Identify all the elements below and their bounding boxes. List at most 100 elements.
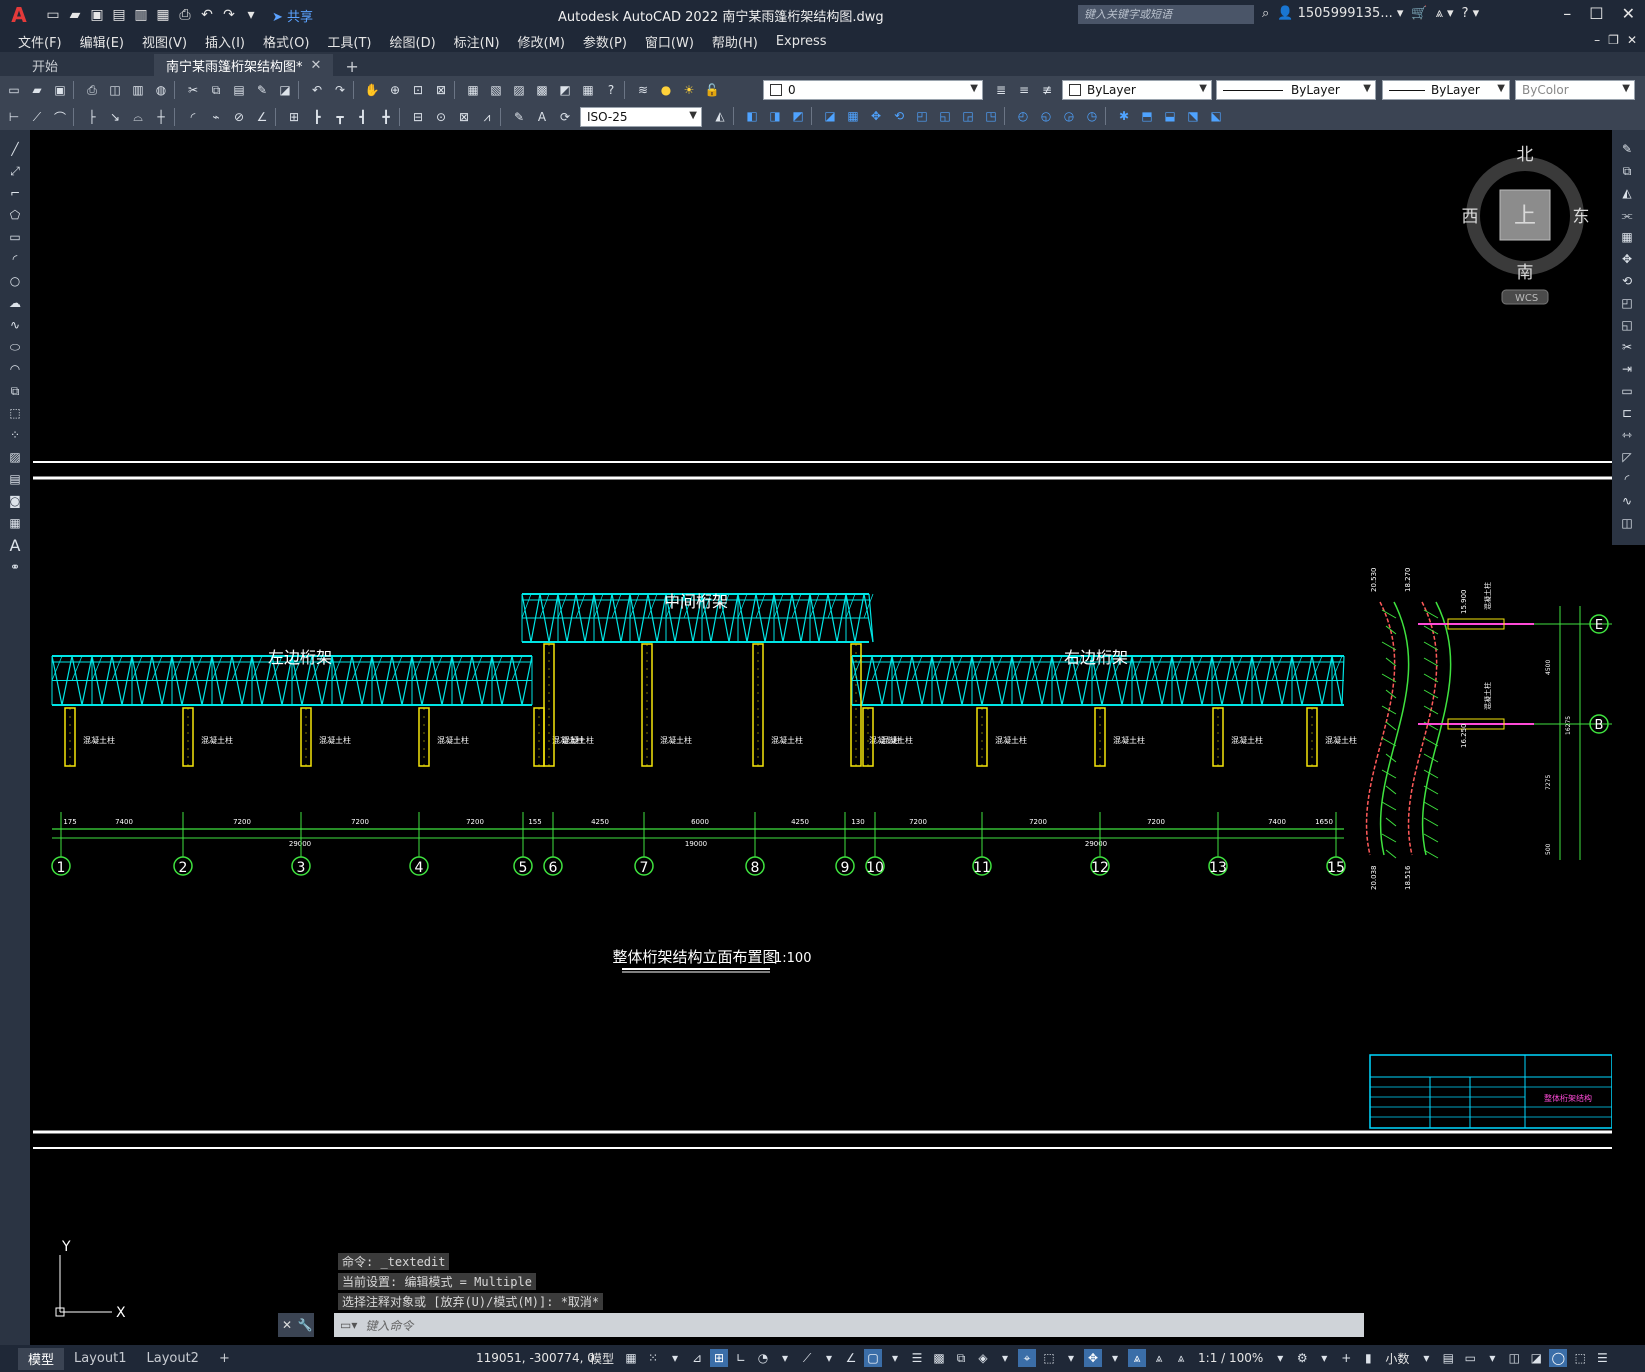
3d-print-icon[interactable]: ◍: [155, 83, 167, 97]
concrete-column[interactable]: [641, 643, 653, 767]
truss-web[interactable]: [791, 593, 802, 619]
truss-web[interactable]: [441, 655, 453, 706]
explode-icon[interactable]: ✱: [1118, 109, 1130, 123]
curved-truss-web[interactable]: [1423, 737, 1439, 747]
truss-web[interactable]: [71, 655, 83, 706]
beam-section[interactable]: [1447, 618, 1505, 630]
redo-icon[interactable]: ↷: [334, 83, 346, 97]
truss-web[interactable]: [656, 593, 667, 643]
erase-icon[interactable]: ◧: [746, 109, 758, 123]
truss-web[interactable]: [171, 655, 183, 681]
truss-web[interactable]: [647, 593, 658, 619]
truss-web[interactable]: [331, 655, 343, 706]
curved-truss-web[interactable]: [1381, 673, 1397, 683]
truss-web[interactable]: [871, 655, 883, 706]
dim-linear-icon[interactable]: ├: [88, 110, 96, 124]
truss-web[interactable]: [261, 655, 273, 706]
gizmo-icon[interactable]: ✥: [1084, 1349, 1103, 1367]
chamfer-icon[interactable]: ◸: [1622, 450, 1632, 464]
trim-icon[interactable]: ◲: [962, 109, 974, 123]
truss-web[interactable]: [665, 593, 676, 619]
truss-web[interactable]: [791, 593, 802, 643]
truss-web[interactable]: [1291, 655, 1303, 681]
inspection-icon[interactable]: ⊠: [458, 110, 470, 124]
viewcube-ring[interactable]: [1466, 157, 1584, 275]
block-editor-icon[interactable]: ◪: [279, 83, 291, 97]
dropdown-icon[interactable]: ▾: [1002, 1351, 1009, 1365]
grid-number[interactable]: 13: [1209, 860, 1227, 876]
truss-web[interactable]: [845, 593, 856, 619]
truss-web[interactable]: [351, 655, 363, 681]
truss-web[interactable]: [593, 593, 604, 619]
grid-number[interactable]: 1: [57, 860, 66, 876]
tab-start[interactable]: 开始: [32, 59, 59, 75]
truss-web[interactable]: [321, 655, 333, 706]
truss-web[interactable]: [1161, 655, 1173, 706]
menu-item[interactable]: 视图(V): [141, 35, 188, 51]
annotation-scale-icon[interactable]: ⩓: [1177, 1350, 1185, 1365]
truss-web[interactable]: [391, 655, 403, 681]
join-icon[interactable]: ⇿: [1621, 428, 1633, 442]
explode-icon[interactable]: ◫: [1621, 516, 1633, 530]
circle-icon[interactable]: ○: [9, 274, 21, 288]
truss-web[interactable]: [593, 593, 604, 643]
truss-web[interactable]: [1181, 655, 1193, 706]
layer-freeze-icon[interactable]: ☀: [683, 83, 695, 97]
truss-web[interactable]: [1311, 655, 1323, 681]
truss-web[interactable]: [981, 655, 993, 706]
break-icon[interactable]: ◴: [1017, 109, 1029, 123]
truss-web[interactable]: [575, 593, 586, 619]
grid-number[interactable]: 15: [1327, 860, 1345, 876]
layer-on-icon[interactable]: ●: [660, 83, 672, 97]
truss-web[interactable]: [827, 593, 838, 619]
plan-scale[interactable]: 1:100: [774, 951, 811, 966]
truss-web[interactable]: [863, 593, 874, 619]
curved-truss-web[interactable]: [1385, 849, 1397, 859]
publish-icon[interactable]: ▥: [132, 83, 144, 97]
truss-web[interactable]: [951, 655, 963, 681]
grid-bubble[interactable]: [972, 856, 992, 876]
axis-label[interactable]: B: [1595, 718, 1604, 733]
qnew-icon[interactable]: ▭: [8, 83, 20, 97]
grid-bubble[interactable]: [543, 856, 563, 876]
gradient-icon[interactable]: ▤: [9, 472, 21, 486]
open-icon[interactable]: ▰: [32, 83, 42, 97]
layout-tab-layout1[interactable]: Layout1: [74, 1351, 127, 1366]
ortho-icon[interactable]: ∟: [735, 1351, 747, 1365]
draworder-icon[interactable]: ⬔: [1187, 109, 1199, 123]
curved-truss-web[interactable]: [1381, 609, 1397, 619]
viewcube-east[interactable]: 东: [1573, 207, 1590, 227]
grid-number[interactable]: 6: [549, 860, 558, 876]
undo-icon[interactable]: ↶: [311, 83, 323, 97]
truss-web[interactable]: [61, 655, 73, 706]
rotate-icon[interactable]: ⟲: [1621, 274, 1633, 288]
dim-edit-icon[interactable]: ✎: [513, 110, 525, 124]
truss-web[interactable]: [1341, 655, 1345, 706]
truss-web[interactable]: [391, 655, 403, 706]
truss-web[interactable]: [121, 655, 133, 706]
doc-minimize-icon[interactable]: –: [1594, 33, 1601, 47]
truss-web[interactable]: [201, 655, 213, 706]
truss-web[interactable]: [755, 593, 766, 619]
truss-web[interactable]: [1211, 655, 1223, 681]
truss-web[interactable]: [501, 655, 513, 706]
truss-web[interactable]: [151, 655, 163, 681]
truss-web[interactable]: [411, 655, 423, 681]
dim-break-icon[interactable]: ╋: [382, 110, 390, 124]
truss-web[interactable]: [371, 655, 383, 681]
curved-truss-web[interactable]: [1381, 801, 1397, 811]
array-icon[interactable]: ▦: [847, 109, 859, 123]
dim-angular-icon[interactable]: ∠: [256, 110, 268, 124]
make-current-layer-icon[interactable]: ≣: [995, 83, 1007, 97]
menu-item[interactable]: 工具(T): [327, 35, 372, 51]
truss-web[interactable]: [1031, 655, 1043, 681]
axis-bubble[interactable]: [1589, 614, 1609, 634]
truss-web[interactable]: [1051, 655, 1063, 681]
units-selector[interactable]: 小数: [1385, 1351, 1410, 1366]
fillet-icon[interactable]: ◜: [1624, 472, 1630, 486]
plot-icon[interactable]: ⎙: [87, 82, 97, 97]
truss-web[interactable]: [991, 655, 1003, 681]
graphics-performance-icon[interactable]: ▭: [1464, 1351, 1476, 1365]
curved-truss-web[interactable]: [1423, 641, 1439, 651]
truss-web[interactable]: [381, 655, 393, 706]
